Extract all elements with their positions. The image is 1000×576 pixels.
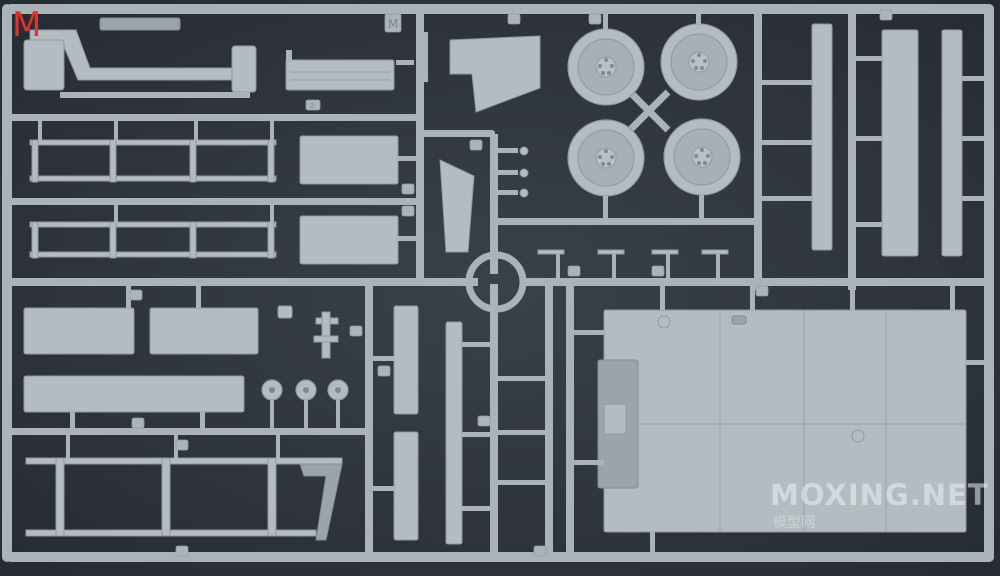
svg-text:2: 2 [310, 102, 314, 110]
wheel-top-right [660, 23, 738, 101]
chassis-part [25, 435, 343, 557]
wheel-bottom-left [567, 119, 645, 197]
watermark-subtext: 模型网 [773, 515, 815, 531]
watermark-text: MOXING.NET [770, 478, 989, 512]
beam-parts [373, 305, 547, 557]
hook-parts [537, 249, 729, 278]
wheel-bottom-right [663, 118, 741, 196]
wheel-top-left [567, 28, 645, 106]
sprue-frame [2, 4, 994, 562]
panel-parts-left [23, 286, 363, 429]
panel-parts-center [299, 135, 418, 265]
bar-parts-right [762, 9, 984, 257]
sprue-letter-m: M [12, 5, 42, 45]
top-left-parts: 2 M [23, 13, 414, 111]
wheel-parts [567, 10, 741, 220]
ladder-parts [29, 121, 277, 259]
floor-panel-part [574, 285, 984, 552]
wedge-parts [439, 13, 602, 253]
svg-text:M: M [388, 17, 398, 31]
